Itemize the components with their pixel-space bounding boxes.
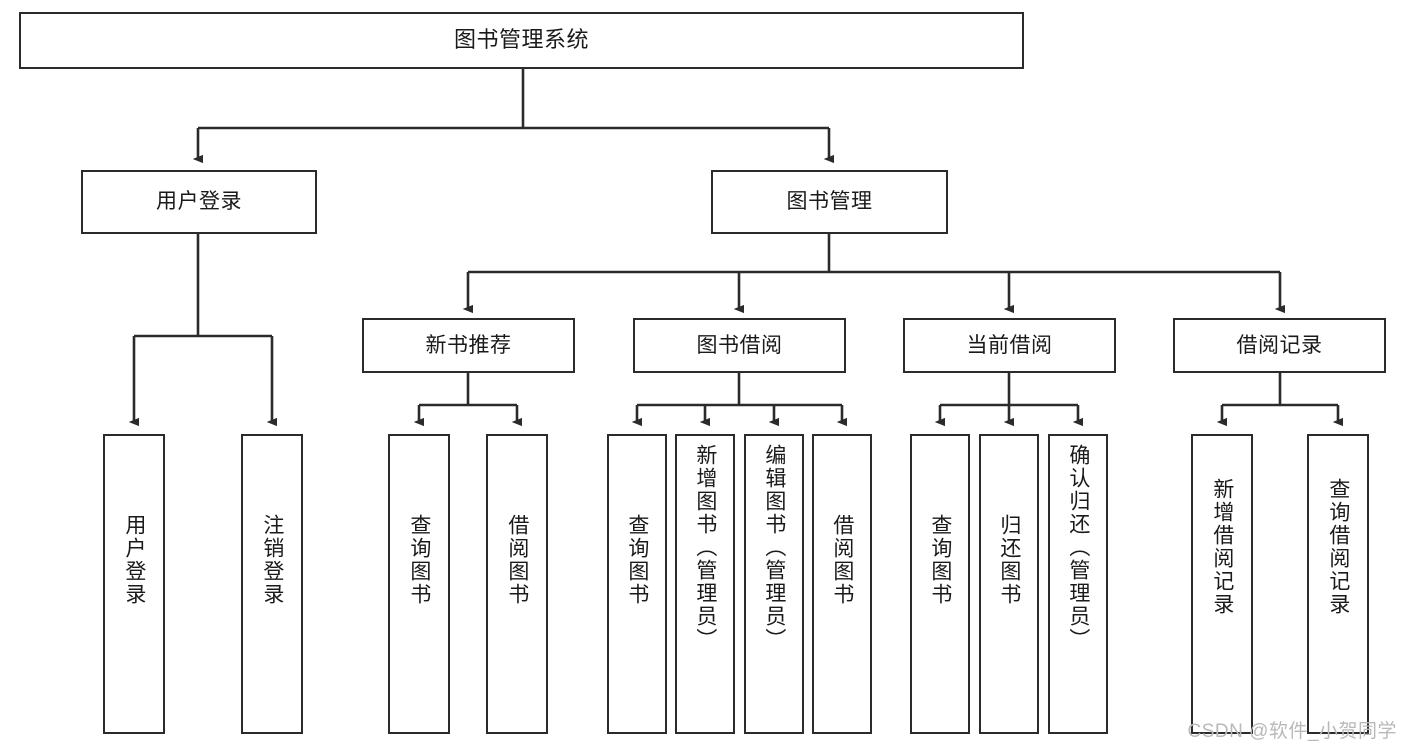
node-leaf-query-book-current[interactable]: 查询图书	[910, 434, 970, 734]
node-label: 用户登录	[122, 514, 146, 606]
node-label: 图书管理系统	[453, 27, 589, 53]
node-current-borrow[interactable]: 当前借阅	[903, 318, 1116, 373]
node-borrow-record[interactable]: 借阅记录	[1173, 318, 1386, 373]
node-label: 编辑图书（管理员）	[762, 444, 786, 651]
node-label: 借阅图书	[830, 514, 854, 606]
node-label: 确认归还（管理员）	[1066, 444, 1090, 651]
watermark-csdn: CSDN @软件_小贺同学	[1187, 721, 1397, 742]
node-leaf-confirm-return-admin[interactable]: 确认归还（管理员）	[1048, 434, 1108, 734]
node-label: 查询借阅记录	[1326, 478, 1350, 616]
node-label: 注销登录	[260, 514, 284, 606]
node-label: 借阅图书	[505, 514, 529, 606]
node-label: 图书借阅	[696, 333, 783, 357]
node-leaf-query-book-borrow[interactable]: 查询图书	[607, 434, 667, 734]
node-leaf-logout[interactable]: 注销登录	[241, 434, 303, 734]
node-label: 查询图书	[407, 514, 431, 606]
node-leaf-add-book-admin[interactable]: 新增图书（管理员）	[675, 434, 735, 734]
node-label: 归还图书	[997, 514, 1021, 606]
node-leaf-query-borrow-record[interactable]: 查询借阅记录	[1307, 434, 1369, 734]
node-leaf-user-login[interactable]: 用户登录	[103, 434, 165, 734]
node-label: 用户登录	[156, 190, 242, 214]
node-leaf-borrow-book-newbook[interactable]: 借阅图书	[486, 434, 548, 734]
node-book-management[interactable]: 图书管理	[711, 170, 948, 234]
node-root-book-management-system[interactable]: 图书管理系统	[19, 12, 1024, 69]
node-label: 新增借阅记录	[1210, 478, 1234, 616]
node-user-login[interactable]: 用户登录	[81, 170, 317, 234]
node-label: 图书管理	[786, 190, 873, 214]
node-book-borrow[interactable]: 图书借阅	[633, 318, 846, 373]
node-label: 当前借阅	[966, 333, 1053, 357]
node-label: 借阅记录	[1236, 333, 1323, 357]
node-leaf-query-book-newbook[interactable]: 查询图书	[388, 434, 450, 734]
node-label: 查询图书	[928, 514, 952, 606]
node-leaf-edit-book-admin[interactable]: 编辑图书（管理员）	[744, 434, 804, 734]
node-leaf-borrow-book[interactable]: 借阅图书	[812, 434, 872, 734]
node-label: 新书推荐	[425, 333, 512, 357]
node-leaf-return-book[interactable]: 归还图书	[979, 434, 1039, 734]
node-leaf-add-borrow-record[interactable]: 新增借阅记录	[1191, 434, 1253, 734]
node-label: 查询图书	[625, 514, 649, 606]
node-new-book-recommend[interactable]: 新书推荐	[362, 318, 575, 373]
node-label: 新增图书（管理员）	[693, 444, 717, 651]
